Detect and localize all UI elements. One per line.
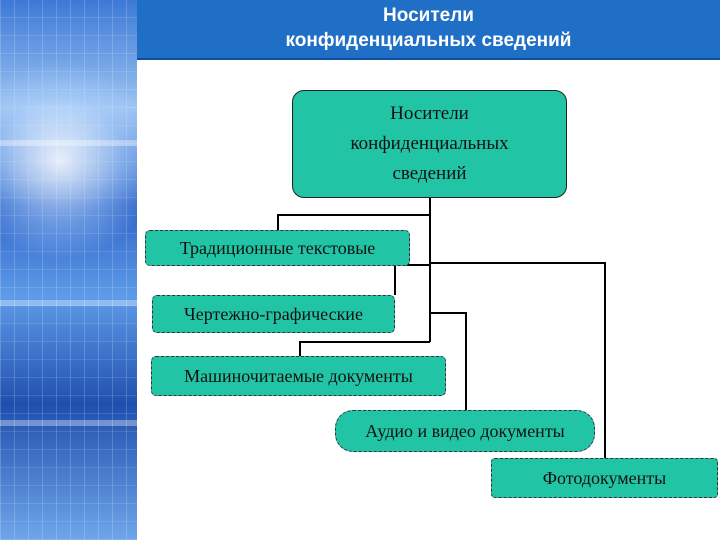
connector-traditional: [277, 214, 430, 230]
connector-photo: [430, 262, 606, 458]
slide-title-line-2: конфиденциальных сведений: [285, 30, 572, 51]
node-photo-documents: Фотодокументы: [491, 458, 718, 498]
root-node-line-2: конфиденциальных: [350, 133, 509, 154]
connector-audio: [430, 312, 467, 410]
connector-drawing: [394, 264, 430, 295]
slide-header: Носители конфиденциальных сведений: [137, 0, 720, 60]
decorative-side-image: [0, 0, 137, 540]
connector-machine: [299, 341, 430, 356]
slide-title-line-1: Носители: [383, 5, 474, 26]
node-drawing-graphic: Чертежно-графические: [152, 295, 395, 333]
node-audio-video: Аудио и видео документы: [335, 410, 595, 452]
root-node-box: Носители конфиденциальных сведений: [292, 90, 567, 198]
root-node-line-3: сведений: [392, 163, 467, 184]
node-machine-readable: Машиночитаемые документы: [151, 356, 446, 396]
slide-title: Носители конфиденциальных сведений: [137, 3, 720, 53]
root-node-line-1: Носители: [390, 103, 469, 124]
node-traditional-text: Традиционные текстовые: [145, 230, 410, 266]
